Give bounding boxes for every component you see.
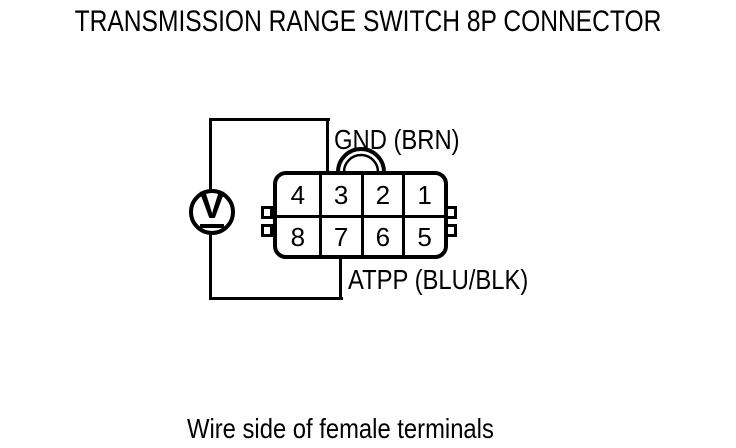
wire-bottom-horizontal	[209, 297, 343, 300]
keying-tab-arc	[336, 147, 386, 173]
pin-7-cell: 7	[318, 215, 361, 255]
connector-body: 4 3 2 1 8 7 6 5	[273, 171, 448, 259]
pin-2-cell: 2	[360, 175, 403, 215]
wire-atpp-vertical	[339, 255, 342, 300]
pin-4-cell: 4	[290, 180, 306, 210]
pin-5-cell: 5	[402, 215, 444, 255]
pin-3-cell: 3	[318, 175, 361, 215]
voltmeter-underline	[200, 224, 224, 228]
diagram-title: TRANSMISSION RANGE SWITCH 8P CONNECTOR	[74, 5, 662, 38]
wire-meter-bottom-vertical	[209, 233, 212, 300]
voltmeter-symbol: V	[199, 185, 225, 227]
pin-6-cell: 6	[360, 215, 403, 255]
keying-tab-inner-arc	[342, 153, 380, 173]
connector-side-tab-left-top	[261, 206, 273, 219]
caption: Wire side of female terminals	[187, 413, 494, 444]
wire-meter-top-vertical	[209, 118, 212, 192]
gnd-wire-label: GND (BRN)	[334, 124, 460, 155]
wire-top-horizontal	[209, 118, 330, 121]
pin-1-cell: 1	[402, 175, 444, 215]
keying-tab-outer-arc	[336, 147, 386, 173]
voltmeter-circle	[189, 189, 235, 235]
pin-8-cell: 8	[277, 215, 319, 255]
atpp-wire-label: ATPP (BLU/BLK)	[348, 264, 529, 295]
connector-side-tab-left-bottom	[261, 224, 273, 237]
pin-grid: 4 3 2 1 8 7 6 5	[277, 175, 444, 255]
wire-gnd-vertical	[326, 118, 329, 175]
